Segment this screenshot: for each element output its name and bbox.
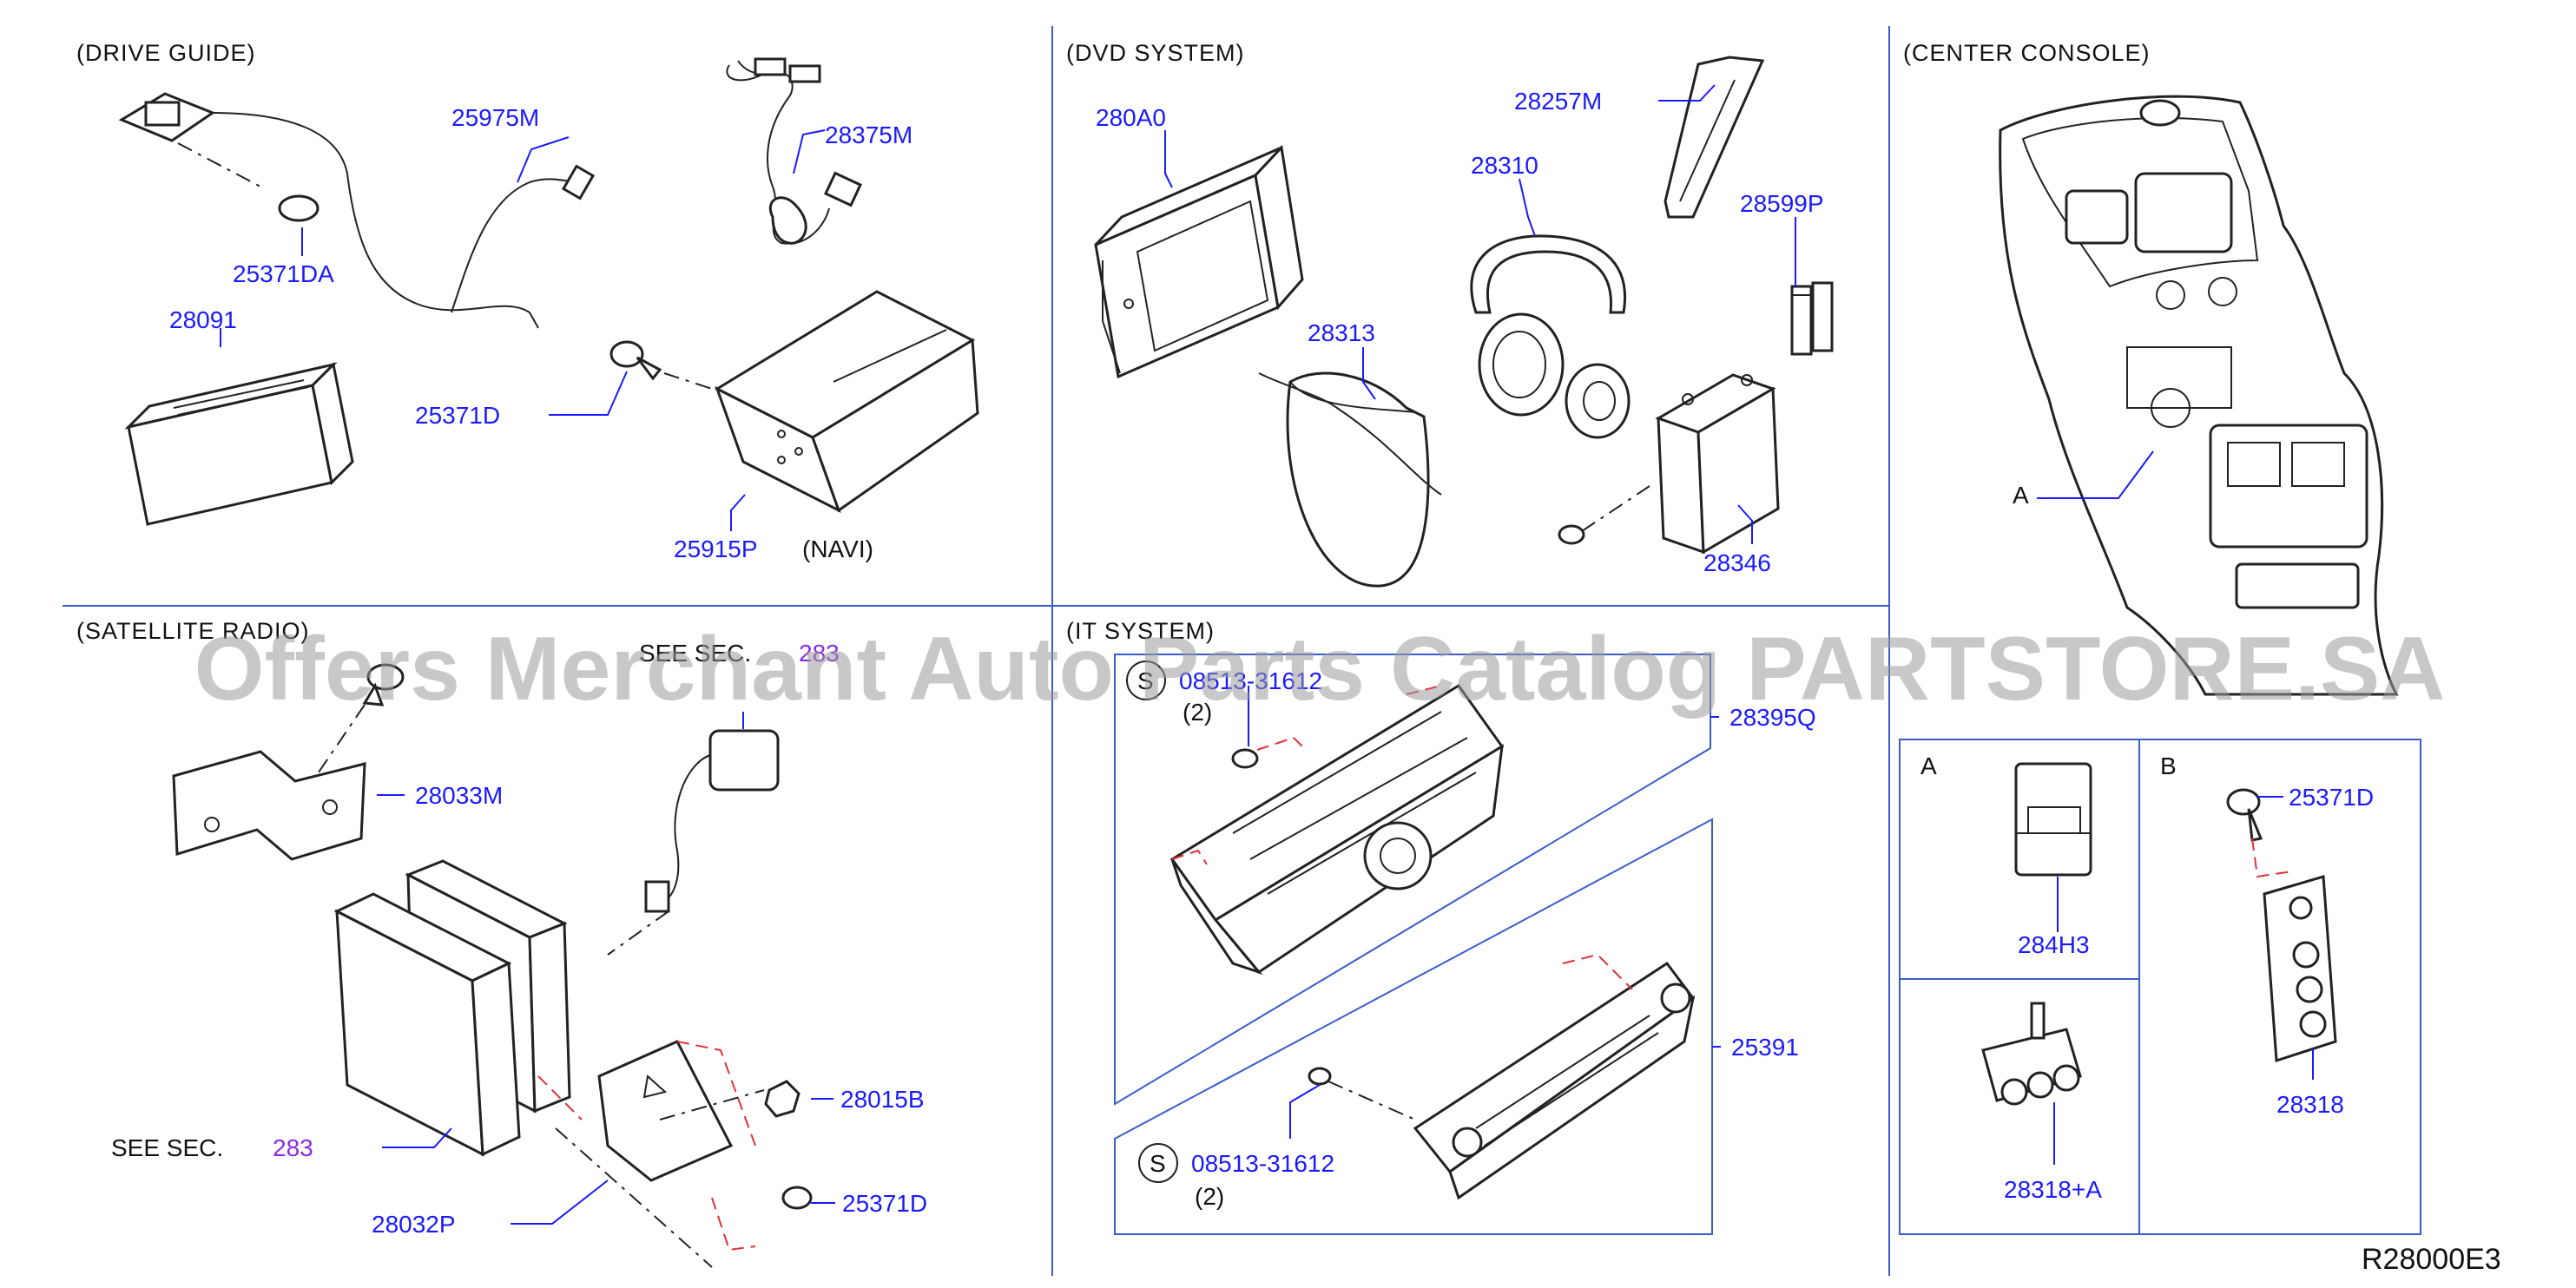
label-28395Q: 28395Q <box>1729 704 1816 731</box>
s-symbol-top: S <box>1126 660 1166 700</box>
reference-code: R28000E3 <box>2362 1243 2501 1276</box>
label-25371D-drive: 25371D <box>415 402 500 429</box>
label-25371D-satellite: 25371D <box>842 1190 927 1217</box>
watermark: Offers Merchant Auto Parts Catalog PARTS… <box>194 619 2446 720</box>
label-25371D-console: 25371D <box>2289 784 2374 811</box>
harness-28375M-drawing <box>726 57 862 245</box>
s-symbol-bottom: S <box>1138 1143 1178 1183</box>
label-28346: 28346 <box>1703 549 1771 576</box>
svg-text:S: S <box>1150 1150 1166 1177</box>
label-screw-top: 08513-31612 <box>1179 667 1322 694</box>
label-28032P: 28032P <box>372 1211 456 1238</box>
label-28033M: 28033M <box>415 782 503 809</box>
dvd-system-parts <box>1094 56 1834 588</box>
switch-284H3-drawing <box>2014 762 2092 877</box>
clip-25371D-drawing <box>609 340 713 390</box>
pouch-28313-drawing <box>1258 371 1442 588</box>
label-see-sec-bottom-num: 283 <box>273 1134 313 1161</box>
label-28318A: 28318+A <box>2004 1176 2102 1203</box>
label-28599P: 28599P <box>1740 190 1824 217</box>
label-25371DA: 25371DA <box>233 260 334 287</box>
it-system-parts <box>1169 683 1696 1200</box>
section-title-center-console: (CENTER CONSOLE) <box>1903 40 2151 66</box>
headphones-28310-drawing <box>1470 234 1631 439</box>
label-console-marker-a: A <box>2013 482 2029 509</box>
label-see-sec-bottom: SEE SEC. <box>111 1134 223 1161</box>
label-28375M: 28375M <box>825 122 912 148</box>
module-28346-drawing <box>1558 373 1780 555</box>
section-title-it-system: (IT SYSTEM) <box>1066 618 1215 644</box>
label-25975M: 25975M <box>451 104 539 131</box>
label-28015B: 28015B <box>840 1086 925 1113</box>
center-console-insets <box>1899 739 2421 1235</box>
display-28091-drawing <box>124 361 354 526</box>
label-screw-bottom: 08513-31612 <box>1191 1150 1334 1177</box>
cable-25975M-drawing <box>451 177 578 313</box>
satellite-radio-leaders <box>377 712 835 1225</box>
label-qty-bottom: (2) <box>1195 1183 1224 1210</box>
it-system-panels <box>1114 654 1713 1235</box>
jack-28318-drawing <box>2226 788 2337 1063</box>
jack-28318A-drawing <box>1981 1002 2082 1106</box>
label-25915P: 25915P <box>674 536 758 562</box>
label-navi: (NAVI) <box>802 536 873 562</box>
inset-a-title: A <box>1920 752 1937 779</box>
center-console-drawing <box>1999 95 2399 696</box>
label-see-sec-top-num: 283 <box>799 640 840 667</box>
batteries-28599P-drawing <box>1790 281 1834 356</box>
section-title-dvd-system: (DVD SYSTEM) <box>1066 40 1245 66</box>
drive-guide-parts <box>118 57 979 526</box>
drive-guide-leaders <box>220 129 826 531</box>
label-28091: 28091 <box>169 306 237 333</box>
label-28313: 28313 <box>1308 319 1375 346</box>
leader-console-a <box>2037 450 2154 499</box>
label-28318: 28318 <box>2276 1091 2344 1118</box>
gps-antenna-drawing <box>118 92 539 329</box>
label-284H3: 284H3 <box>2018 931 2090 958</box>
label-qty-top: (2) <box>1183 699 1212 726</box>
remote-28257M-drawing <box>1664 56 1765 219</box>
inset-b-title: B <box>2160 752 2177 779</box>
dvd-system-leaders <box>1164 84 1796 544</box>
navi-unit-25915P-drawing <box>714 290 979 514</box>
label-28257M: 28257M <box>1514 88 1602 115</box>
svg-text:S: S <box>1137 667 1154 694</box>
section-title-satellite-radio: (SATELLITE RADIO) <box>76 618 310 644</box>
it-system-leaders <box>1248 686 1721 1139</box>
section-dividers <box>63 26 1890 1276</box>
label-28310: 28310 <box>1471 152 1538 179</box>
label-see-sec-top: SEE SEC. <box>639 640 751 667</box>
dvd-display-280A0-drawing <box>1094 144 1304 379</box>
label-280A0: 280A0 <box>1096 104 1166 131</box>
label-25391: 25391 <box>1731 1034 1799 1061</box>
section-title-drive-guide: (DRIVE GUIDE) <box>76 40 256 66</box>
satellite-radio-parts <box>172 663 813 1268</box>
